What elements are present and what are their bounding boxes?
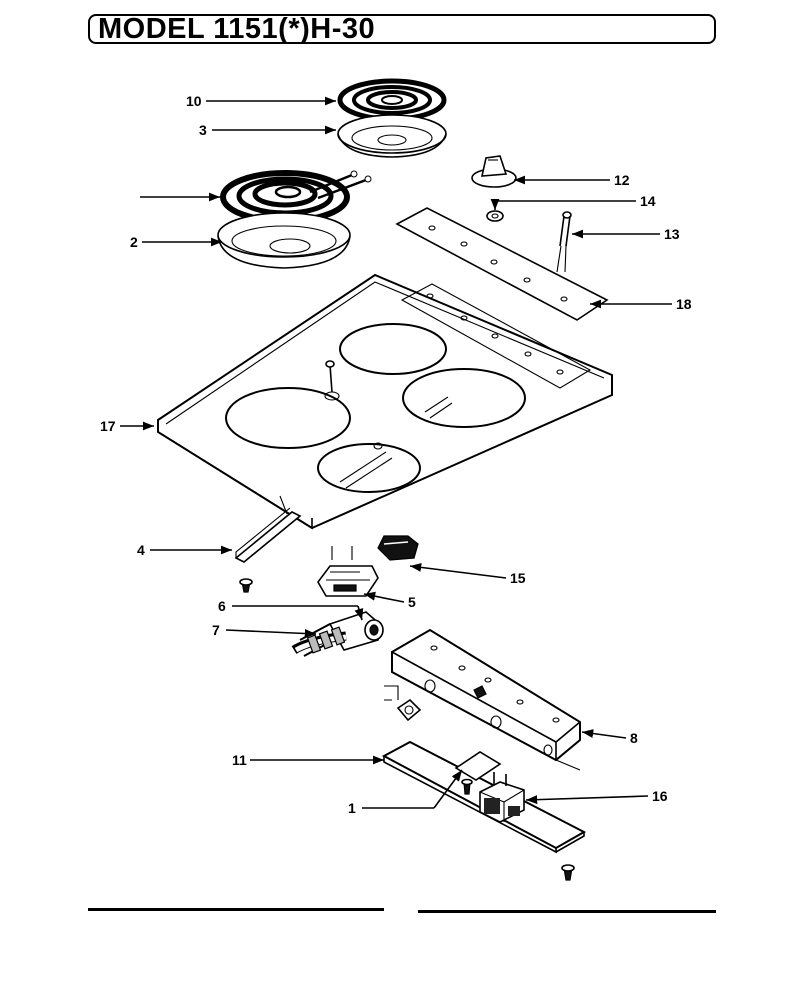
large-drip-bowl — [217, 212, 351, 269]
callout-1: 1 — [348, 800, 356, 816]
callout-5: 5 — [408, 594, 416, 610]
callout-13: 13 — [664, 226, 680, 242]
footer-rule-right — [418, 910, 716, 913]
callout-8: 8 — [630, 730, 638, 746]
switch-bracket — [384, 685, 422, 722]
small-drip-bowl — [337, 114, 447, 158]
control-knob — [471, 155, 517, 188]
mounting-screw — [239, 578, 253, 593]
mounting-plate — [454, 751, 502, 795]
rotary-switch — [479, 772, 525, 823]
callout-10: 10 — [186, 93, 202, 109]
callout-12: 12 — [614, 172, 630, 188]
callout-7: 7 — [212, 622, 220, 638]
receptacle — [317, 546, 379, 597]
callout-4: 4 — [137, 542, 145, 558]
callout-11: 11 — [232, 752, 247, 768]
callout-15: 15 — [510, 570, 526, 586]
cooktop — [157, 273, 613, 530]
leader-lines — [120, 96, 672, 809]
indicator-light — [556, 211, 572, 273]
model-title: MODEL 1151(*)H-30 — [98, 13, 376, 45]
title-frame — [88, 14, 716, 44]
callout-18: 18 — [676, 296, 692, 312]
callout-14: 14 — [640, 193, 656, 209]
callout-16: 16 — [652, 788, 668, 804]
callout-6: 6 — [218, 598, 226, 614]
terminal-block — [377, 535, 419, 561]
callout-2: 2 — [130, 234, 138, 250]
callout-labels: 10 3 2 12 14 13 18 17 4 15 5 6 7 8 11 1 … — [100, 93, 692, 816]
hex-nut — [486, 210, 504, 222]
callout-3: 3 — [199, 122, 207, 138]
control-housing — [391, 628, 581, 771]
footer-rule-left — [88, 908, 384, 911]
tray-screw — [561, 864, 575, 881]
callout-17: 17 — [100, 418, 116, 434]
control-panel-strip — [395, 207, 609, 321]
support-bar — [234, 495, 302, 563]
